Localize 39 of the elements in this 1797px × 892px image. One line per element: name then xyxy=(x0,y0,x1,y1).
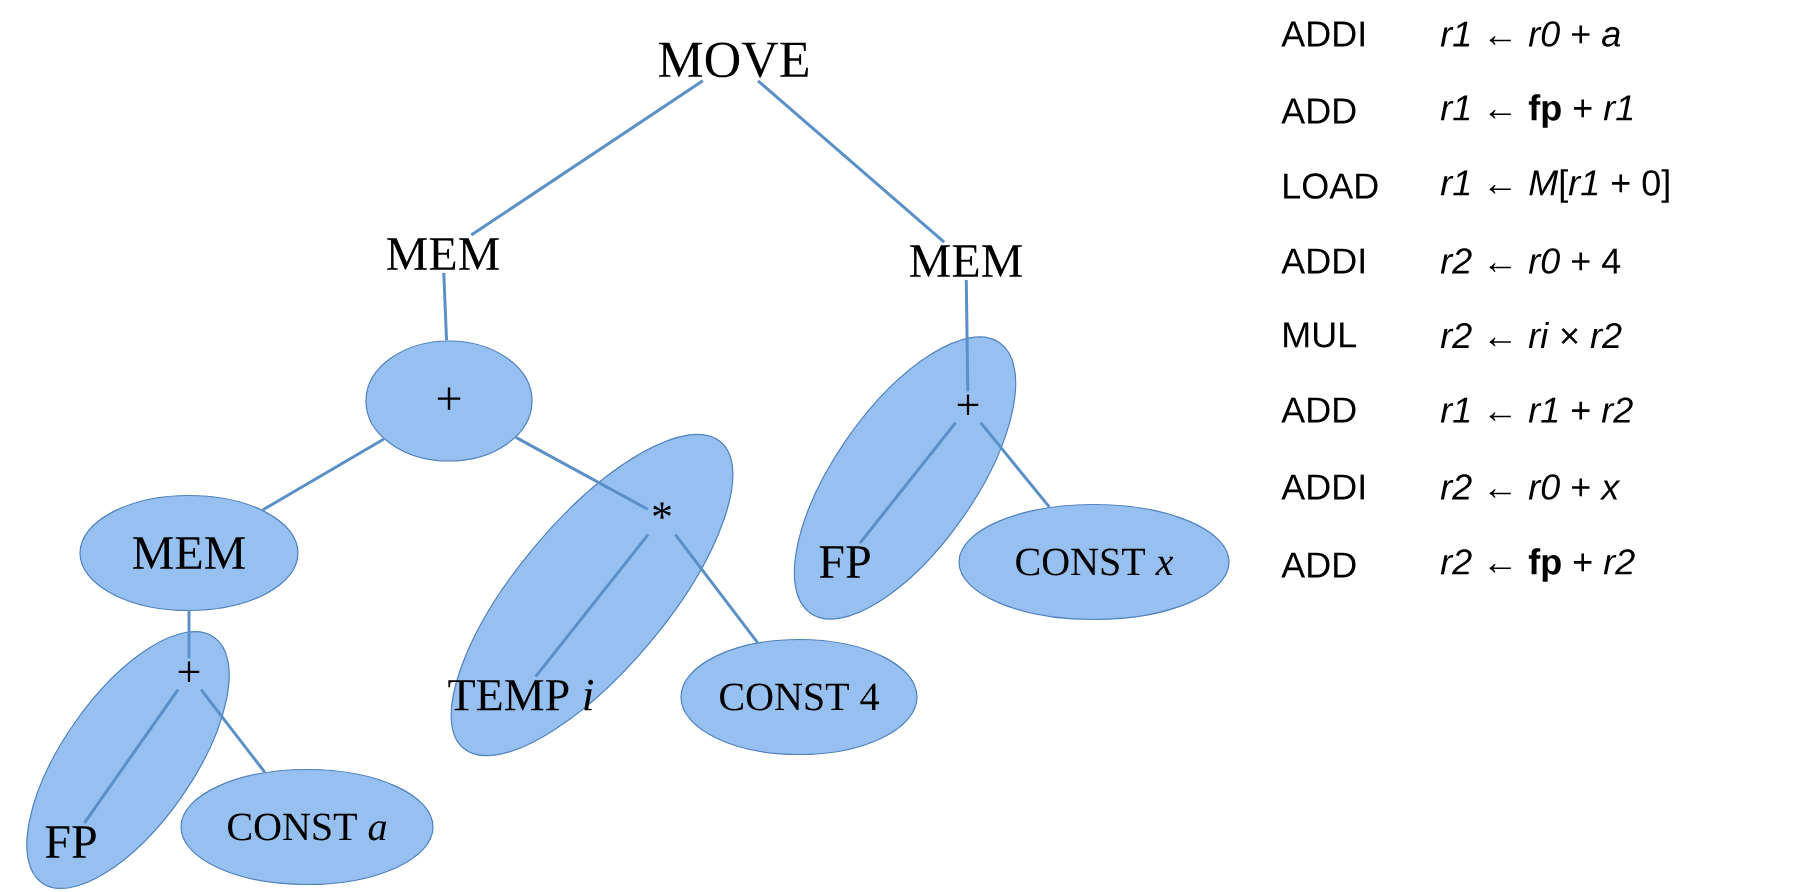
instruction-mnemonic: LOAD xyxy=(1284,173,1378,199)
instruction-operation: r1 ← fp + r1 xyxy=(1440,94,1633,128)
tree-node-label: MEM xyxy=(387,238,499,270)
tree-edge xyxy=(674,533,759,644)
tree-edge xyxy=(964,279,970,392)
tree-node-label: MOVE xyxy=(658,42,808,78)
instruction-mnemonic: ADDI xyxy=(1281,21,1364,47)
tree-node-label: TEMP i xyxy=(448,679,594,711)
tree-edge xyxy=(756,79,946,244)
tree-edge xyxy=(470,79,704,237)
tree-edge xyxy=(515,436,649,511)
tree-edge xyxy=(83,688,180,824)
instruction-operation: r2 ← r0 + x xyxy=(1440,474,1621,500)
instruction-operation: r1 ← M[r1 + 0] xyxy=(1440,169,1669,203)
tree-edge xyxy=(187,611,191,659)
instruction-mnemonic: ADD xyxy=(1281,397,1356,423)
tree-node-label: + xyxy=(178,661,200,683)
tree-edge xyxy=(858,421,957,545)
instruction-operation: r2 ← fp + r2 xyxy=(1440,548,1635,582)
tree-node-label: FP xyxy=(45,826,96,858)
tile-ellipse xyxy=(26,631,230,889)
instruction-mnemonic: ADDI xyxy=(1281,474,1364,500)
instruction-operation: r2 ← r0 + 4 xyxy=(1440,248,1621,274)
instruction-operation: r1 ← r1 + r2 xyxy=(1440,397,1633,423)
instruction-mnemonic: ADD xyxy=(1281,552,1356,578)
instruction-mnemonic: ADDI xyxy=(1281,248,1364,274)
tree-node-label: * xyxy=(653,502,671,519)
instruction-mnemonic: MUL xyxy=(1284,322,1356,348)
tree-edge xyxy=(199,688,266,774)
tree-edge xyxy=(534,533,650,678)
tree-edge xyxy=(261,437,385,512)
instruction-operation: r2 ← ri × r2 xyxy=(1440,321,1622,349)
tree-edge xyxy=(442,272,449,341)
instruction-mnemonic: ADD xyxy=(1281,98,1356,124)
tree-node-label: FP xyxy=(819,546,870,578)
tree-node-label: MEM xyxy=(910,245,1022,277)
instruction-operation: r1 ← r0 + a xyxy=(1440,21,1621,47)
tree-edge xyxy=(979,421,1051,509)
tree-node-label: + xyxy=(957,394,979,416)
